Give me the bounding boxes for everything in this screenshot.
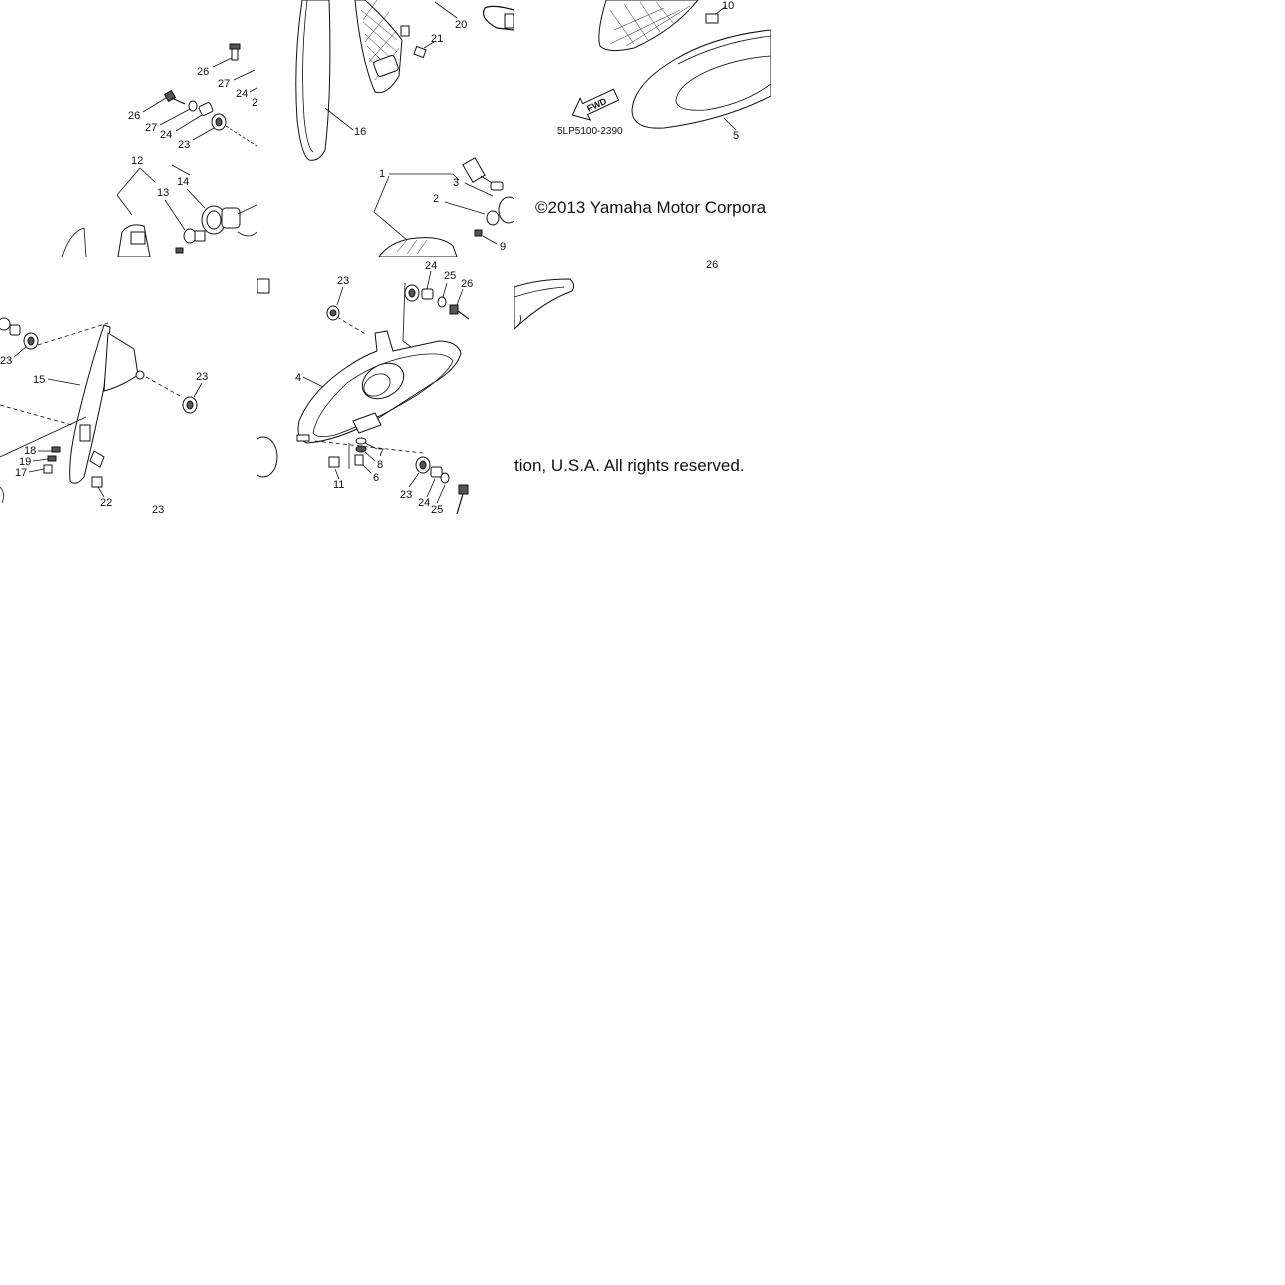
clip-part	[705, 13, 719, 24]
callout-18: 18	[24, 445, 36, 457]
callout-16: 16	[354, 126, 366, 138]
callout-23: 23	[0, 355, 12, 367]
bolt-part	[229, 43, 241, 61]
tile-top-left: 26 27 24 2 26 27 24 23 12	[0, 0, 257, 257]
callout-26: 26	[706, 259, 718, 271]
callout-25: 25	[431, 504, 443, 514]
callout-20: 20	[455, 19, 467, 31]
collar-part	[198, 102, 214, 116]
callout-19: 19	[19, 456, 31, 468]
tile-top-middle: 16 20 21 1 3 2	[257, 0, 514, 257]
callout-2: 2	[252, 97, 257, 109]
callout-21: 21	[431, 33, 443, 45]
screw-part	[328, 456, 340, 468]
callout-15: 15	[33, 374, 45, 386]
callout-25: 25	[444, 270, 456, 282]
tile-top-right: 10 5 FWD 5LP5100-2390 ©2013 Yamaha Motor…	[514, 0, 771, 257]
collar-part	[430, 466, 443, 478]
callout-24: 24	[425, 260, 437, 272]
socket-part	[462, 157, 514, 226]
cover-part	[295, 0, 331, 161]
callout-1: 1	[379, 168, 385, 180]
bulb-part	[183, 228, 206, 244]
callout-23: 23	[196, 371, 208, 383]
callout-27: 27	[218, 78, 230, 90]
callout-6: 6	[373, 472, 379, 484]
callout-23: 23	[400, 489, 412, 501]
callout-3: 3	[453, 177, 459, 189]
washer-part	[188, 100, 198, 112]
callout-9: 9	[500, 241, 506, 253]
grommet-part	[0, 317, 11, 331]
washer-part	[47, 455, 57, 462]
callout-11: 11	[333, 479, 344, 491]
lens-part	[514, 278, 575, 330]
clip-part	[257, 278, 270, 294]
tile-bottom-middle: 23 24 25 26	[257, 257, 514, 514]
lens-part	[598, 0, 719, 52]
screw-part	[51, 446, 61, 453]
washer-part	[355, 437, 367, 445]
callout-26: 26	[128, 110, 140, 122]
bolt-part	[449, 304, 470, 320]
copyright-text-part1: ©2013 Yamaha Motor Corpora	[535, 198, 767, 217]
callout-12: 12	[131, 155, 143, 167]
callout-10: 10	[722, 0, 734, 12]
callout-24: 24	[236, 88, 248, 100]
bolt-part	[456, 484, 469, 514]
callout-23: 23	[337, 275, 349, 287]
callout-8: 8	[377, 459, 383, 471]
callout-5: 5	[733, 130, 739, 142]
washer-part	[355, 445, 367, 453]
copyright-text-part2: tion, U.S.A. All rights reserved.	[514, 456, 745, 475]
callout-26: 26	[461, 278, 473, 290]
housing-part	[296, 330, 462, 444]
callout-14: 14	[177, 176, 189, 188]
collar-part	[9, 324, 21, 336]
socket-part	[201, 204, 257, 237]
washer-part	[437, 296, 447, 308]
housing-part	[378, 237, 458, 257]
callout-24: 24	[418, 497, 430, 509]
callout-4: 4	[295, 372, 301, 384]
lens-part	[354, 0, 410, 94]
callout-7: 7	[378, 447, 384, 459]
screw-part	[354, 454, 364, 466]
fwd-arrow-icon: FWD	[571, 88, 620, 121]
tile-bottom-left: 23 15 23 18 19	[0, 257, 257, 514]
callout-13: 13	[157, 187, 169, 199]
callout-23: 23	[178, 139, 190, 151]
collar-part	[421, 288, 434, 300]
callout-27: 27	[145, 122, 157, 134]
cover-part	[631, 29, 771, 129]
callout-23: 23	[152, 504, 164, 514]
bolt-part	[163, 89, 186, 105]
washer-part	[440, 472, 450, 484]
clip-part	[413, 45, 427, 59]
cover-part	[69, 324, 145, 484]
callout-24: 24	[160, 129, 172, 141]
screw-part	[474, 229, 483, 237]
screw-part	[43, 464, 53, 474]
callout-2: 2	[433, 193, 439, 205]
diagram-code: 5LP5100-2390	[557, 126, 623, 137]
tile-bottom-right: 26 tion, U.S.A. All rights reserved.	[514, 257, 771, 514]
callout-22: 22	[100, 497, 112, 509]
callout-17: 17	[15, 467, 27, 479]
callout-26: 26	[197, 66, 209, 78]
screw-part	[91, 476, 103, 488]
